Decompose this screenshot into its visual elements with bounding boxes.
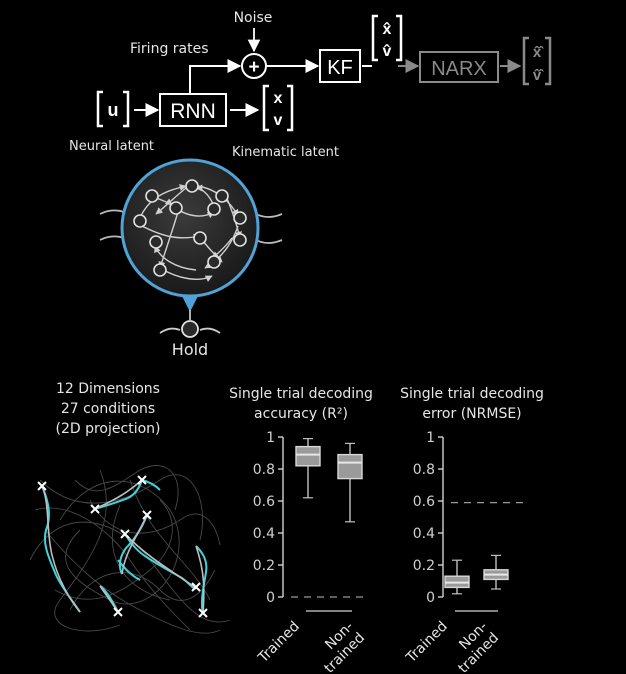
error-title-line1: Single trial decoding [400, 386, 544, 402]
error-boxplot: Single trial decoding error (NRMSE) 0 0.2… [400, 386, 544, 674]
projection-title-line3: (2D projection) [56, 421, 161, 437]
y-tick-label: 1 [266, 430, 275, 446]
narx-label: NARX [431, 58, 487, 80]
input-vector: u [96, 90, 130, 128]
rnn-network-illustration: Hold [99, 158, 283, 359]
kinematic-latent-label: Kinematic latent [232, 145, 339, 160]
input-u-label: u [108, 100, 119, 120]
y-tick-label: 0.6 [253, 494, 275, 510]
rnn-label: RNN [170, 100, 216, 123]
projection-title-line2: 27 conditions [61, 401, 155, 417]
category-label: Non-trained [310, 619, 368, 674]
accuracy-title-line2: accuracy (R²) [254, 406, 348, 422]
y-tick-label: 0 [266, 590, 275, 606]
narx-v-hat-label: v̂̂ [533, 67, 544, 84]
narx-x-hat-label: x̂̂ [533, 44, 544, 61]
noise-label: Noise [234, 10, 273, 26]
accuracy-boxplot: Single trial decoding accuracy (R²) 0 0.2… [229, 386, 373, 674]
y-tick-label: 0.8 [253, 462, 275, 478]
y-tick-label: 0.2 [253, 558, 275, 574]
y-tick-label: 0.6 [413, 494, 435, 510]
kf-label: KF [327, 57, 353, 79]
projection-panel: 12 Dimensions 27 conditions (2D projecti… [29, 381, 231, 634]
hold-node [181, 320, 199, 338]
y-tick-label: 0.4 [413, 526, 435, 542]
firing-rates-label: Firing rates [130, 41, 209, 57]
rnn-box [159, 93, 227, 127]
condition-start-markers [37, 475, 208, 618]
kf-v-hat-label: v̂ [383, 43, 392, 60]
y-tick-label: 0 [426, 590, 435, 606]
sum-plus-label: + [248, 57, 259, 78]
narx-output-vector: x̂̂ v̂̂ [522, 36, 552, 86]
box-iqr [337, 453, 363, 480]
category-label: Trained [403, 619, 451, 667]
category-label: Trained [255, 619, 303, 667]
neural-latent-label: Neural latent [69, 139, 154, 154]
category-label-line: Trained [403, 619, 451, 667]
pipeline-diagram: u RNN x v Firing rates Noise + KF [69, 10, 552, 160]
decoded-trajectories [41, 479, 205, 615]
category-label-line: Trained [255, 619, 303, 667]
narx-box [419, 51, 499, 83]
sum-node [241, 53, 267, 79]
y-tick-label: 0.4 [253, 526, 275, 542]
y-tick-label: 1 [426, 430, 435, 446]
error-title-line2: error (NRMSE) [422, 406, 521, 422]
arrow-firing-rates [189, 59, 242, 94]
box-iqr [295, 445, 321, 467]
projection-title-line1: 12 Dimensions [56, 381, 160, 397]
background-trajectories [29, 465, 231, 634]
kf-x-hat-label: x̂ [383, 21, 392, 38]
hold-label: Hold [172, 340, 208, 359]
state-v-label: v [274, 112, 283, 129]
y-tick-label: 0.2 [413, 558, 435, 574]
y-tick-label: 0.8 [413, 462, 435, 478]
kf-output-vector: x̂ v̂ [371, 14, 403, 62]
kinematic-state-vector: x v [262, 84, 294, 132]
category-label: Non-trained [444, 619, 502, 674]
accuracy-title-line1: Single trial decoding [229, 386, 373, 402]
hold-pointer [182, 296, 198, 312]
kf-box [319, 49, 361, 83]
state-x-label: x [274, 90, 283, 107]
